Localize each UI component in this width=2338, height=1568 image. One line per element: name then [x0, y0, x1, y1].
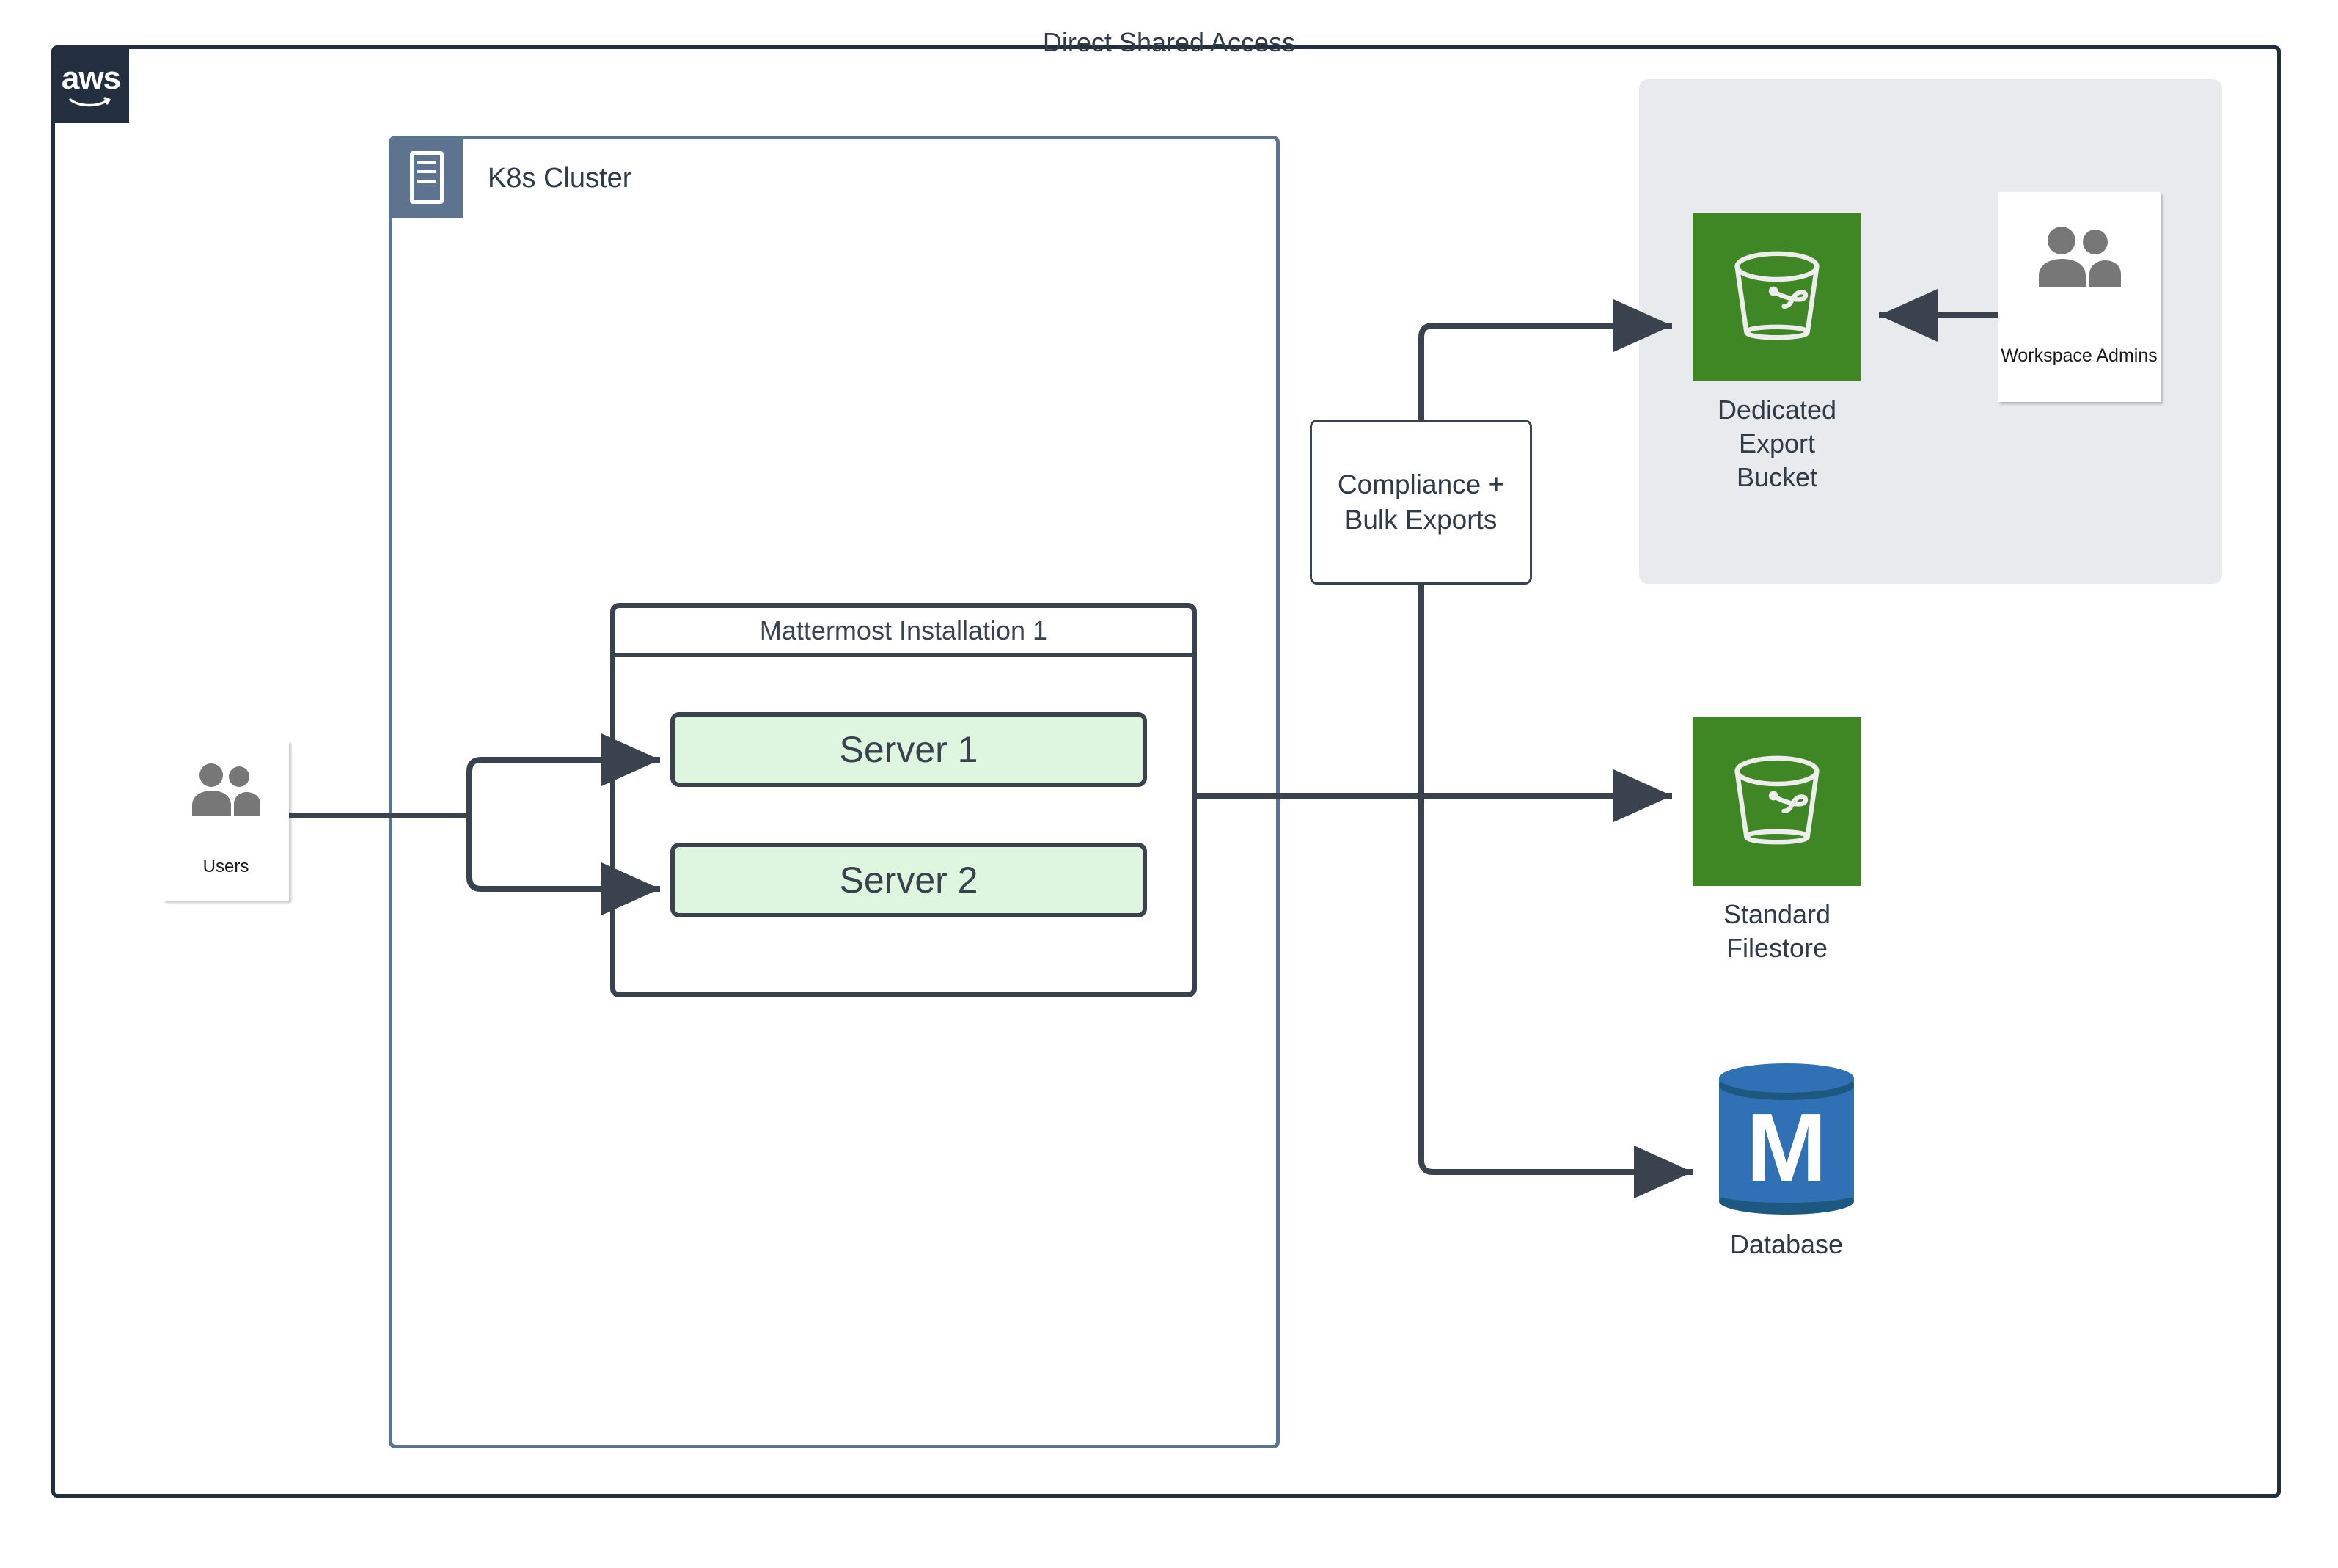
s3-bucket-glyph	[1734, 755, 1820, 845]
standard-filestore-line2: Filestore	[1726, 933, 1828, 964]
workspace-admins-node[interactable]: Workspace Admins	[1998, 192, 2161, 402]
server-rack-glyph	[410, 151, 444, 204]
dedicated-export-bucket-node[interactable]: Dedicated Export Bucket	[1693, 213, 1861, 494]
server-1-label: Server 1	[839, 729, 978, 770]
s3-bucket-glyph	[1734, 251, 1820, 340]
k8s-cluster-container	[389, 136, 1280, 1448]
database-node[interactable]: M Database	[1713, 1055, 1860, 1260]
mattermost-installation-label: Mattermost Installation 1	[759, 615, 1048, 645]
aws-logo-icon: aws	[53, 47, 129, 123]
direct-shared-access-label: Direct Shared Access	[1042, 27, 1296, 57]
mattermost-installation-container: Mattermost Installation 1 Server 1 Serve…	[610, 603, 1197, 997]
users-group-icon	[2039, 227, 2121, 287]
server-node-2[interactable]: Server 2	[670, 843, 1147, 917]
users-group-icon	[192, 763, 260, 816]
standard-filestore-node[interactable]: Standard Filestore	[1693, 717, 1861, 965]
compliance-bulk-exports-node[interactable]: Compliance + Bulk Exports	[1310, 420, 1532, 585]
k8s-cluster-label: K8s Cluster	[488, 163, 632, 194]
server-rack-icon	[390, 137, 463, 218]
database-cylinder-icon: M	[1719, 1063, 1854, 1215]
standard-filestore-line1: Standard	[1723, 899, 1831, 929]
users-node[interactable]: Users	[163, 741, 289, 901]
dedicated-export-bucket-line1: Dedicated Export	[1717, 395, 1837, 459]
mattermost-installation-title-bar: Mattermost Installation 1	[615, 608, 1192, 657]
users-label: Users	[202, 857, 249, 876]
compliance-label-line1: Compliance +	[1337, 469, 1505, 500]
s3-bucket-icon	[1693, 213, 1861, 381]
workspace-admins-label: Workspace Admins	[2001, 345, 2158, 366]
dedicated-export-bucket-caption: Dedicated Export Bucket	[1693, 393, 1861, 494]
database-label: Database	[1729, 1229, 1844, 1259]
dedicated-export-bucket-line2: Bucket	[1736, 462, 1818, 493]
compliance-label-line2: Bulk Exports	[1344, 504, 1498, 535]
aws-cloud-boundary	[51, 45, 2281, 1498]
server-node-1[interactable]: Server 1	[670, 712, 1147, 787]
standard-filestore-caption: Standard Filestore	[1693, 898, 1861, 965]
server-2-label: Server 2	[839, 860, 978, 901]
aws-logo-text: aws	[61, 60, 121, 96]
s3-bucket-icon	[1693, 717, 1861, 886]
svg-text:M: M	[1746, 1093, 1827, 1201]
aws-smile-icon	[69, 97, 111, 107]
